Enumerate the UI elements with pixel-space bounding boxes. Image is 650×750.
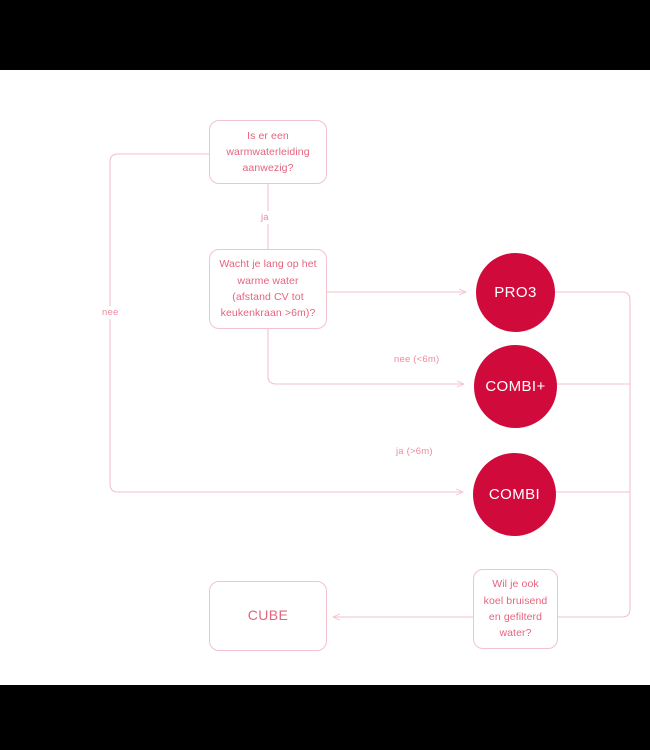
node-warmwaterleiding-question[interactable]: Is er een warmwaterleiding aanwezig? bbox=[209, 120, 327, 184]
flowchart-canvas: Is er een warmwaterleiding aanwezig? Wac… bbox=[0, 70, 650, 685]
node-bruisend-gefilterd-question[interactable]: Wil je ook koel bruisend en gefilterd wa… bbox=[473, 569, 558, 649]
letterbox-bottom bbox=[0, 685, 650, 750]
edge-pro3-to-bruisend bbox=[555, 291, 631, 618]
edge-wacht-to-combi-plus bbox=[267, 329, 464, 384]
edge-label-nee-under-6m: nee (<6m) bbox=[390, 353, 444, 366]
letterbox-top bbox=[0, 0, 650, 70]
edge-label-ja-over-6m: ja (>6m) bbox=[392, 445, 437, 458]
edge-warmwater-to-combi bbox=[109, 153, 463, 492]
edge-label-ja: ja bbox=[257, 211, 273, 224]
node-cube[interactable]: CUBE bbox=[209, 581, 327, 651]
node-wacht-warm-water-question[interactable]: Wacht je lang op het warme water (afstan… bbox=[209, 249, 327, 329]
edge-label-nee: nee bbox=[98, 306, 123, 319]
flowchart-connectors bbox=[109, 153, 631, 685]
node-pro3[interactable]: PRO3 bbox=[476, 253, 555, 332]
node-combi-plus[interactable]: COMBI+ bbox=[474, 345, 557, 428]
node-combi[interactable]: COMBI bbox=[473, 453, 556, 536]
